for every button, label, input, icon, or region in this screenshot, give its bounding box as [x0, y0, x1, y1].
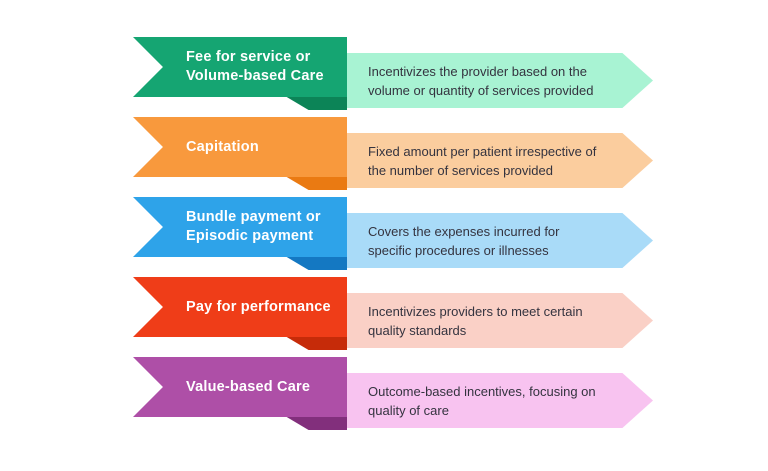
- payment-model-row-bundle-payment: Bundle payment or Episodic payment Cover…: [0, 197, 768, 275]
- ribbon-fold: [285, 256, 347, 270]
- payment-model-description: Covers the expenses incurred for specifi…: [368, 223, 560, 258]
- ribbon-fold: [285, 416, 347, 430]
- payment-model-row-capitation: Capitation Fixed amount per patient irre…: [0, 117, 768, 195]
- description-arrow-band: [347, 373, 653, 428]
- payment-model-description: Fixed amount per patient irrespective of…: [368, 143, 597, 178]
- payment-model-description: Incentivizes the provider based on the v…: [368, 63, 594, 98]
- description-arrow-band: [347, 293, 653, 348]
- payment-model-row-pay-for-performance: Pay for performance Incentivizes provide…: [0, 277, 768, 355]
- payment-model-description: Incentivizes providers to meet certain q…: [368, 303, 583, 338]
- payment-model-label: Value-based Care: [186, 378, 311, 395]
- payment-model-description: Outcome-based incentives, focusing on qu…: [368, 383, 596, 418]
- payment-model-label: Pay for performance: [186, 298, 331, 315]
- description-arrow-band: [347, 213, 653, 268]
- payment-model-ribbon: [133, 37, 347, 97]
- description-arrow-band: [347, 133, 653, 188]
- ribbon-fold: [285, 176, 347, 190]
- payment-model-label: Fee for service or Volume-based Care: [186, 49, 324, 84]
- description-arrow-band: [347, 53, 653, 108]
- payment-model-ribbon: [133, 357, 347, 417]
- payment-model-ribbon: [133, 197, 347, 257]
- ribbon-fold: [285, 96, 347, 110]
- payment-model-row-fee-for-service: Fee for service or Volume-based Care Inc…: [0, 37, 768, 115]
- payment-model-label: Bundle payment or Episodic payment: [186, 209, 321, 244]
- payment-model-ribbon: [133, 117, 347, 177]
- payment-model-row-value-based-care: Value-based Care Outcome-based incentive…: [0, 357, 768, 435]
- payment-model-ribbon: [133, 277, 347, 337]
- ribbon-fold: [285, 336, 347, 350]
- payment-model-label: Capitation: [186, 138, 259, 155]
